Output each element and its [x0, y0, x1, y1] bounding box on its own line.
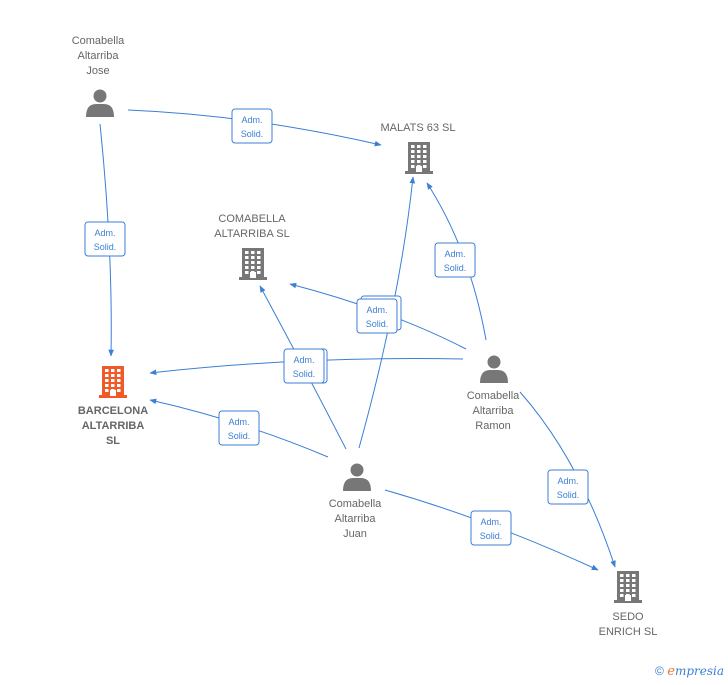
brand-logo-e: e — [667, 664, 675, 679]
building-icon — [405, 142, 433, 174]
building-icon — [239, 248, 267, 280]
edge-label-box — [84, 221, 126, 257]
edge-label-box — [470, 510, 512, 546]
edge-label-box — [231, 108, 273, 144]
edge-label-text: Adm. — [366, 305, 387, 315]
node-label-jose: Comabella — [72, 35, 125, 47]
edge-label-ramon-to-malats[interactable]: Adm. Solid. — [434, 242, 476, 278]
edge-label-text: Adm. — [228, 417, 249, 427]
edge-label-juan-to-sedo[interactable]: Adm. Solid. — [470, 510, 512, 546]
edge-label-text: Adm. — [444, 249, 465, 259]
edge-label-jose-to-malats[interactable]: Adm. Solid. — [231, 108, 273, 144]
edge-label-text: Adm. — [557, 476, 578, 486]
node-barcelona[interactable]: BARCELONA ALTARRIBA SL — [78, 366, 148, 447]
building-icon — [99, 366, 127, 398]
node-label-jose: Jose — [86, 65, 109, 77]
edge-label-juan-to-malats[interactable]: Adm. Solid. — [356, 298, 398, 334]
edge-label-box — [283, 348, 325, 384]
edge-label-text: Solid. — [366, 319, 389, 329]
brand-logo-text: mpresia — [674, 664, 724, 678]
edge-label-box — [356, 298, 398, 334]
node-malats[interactable]: MALATS 63 SL — [381, 122, 456, 174]
node-label-sedo: ENRICH SL — [599, 626, 658, 638]
edge-label-text: Solid. — [557, 490, 580, 500]
person-icon — [480, 355, 508, 383]
node-label-juan: Altarriba — [335, 513, 377, 525]
node-label-juan: Juan — [343, 528, 367, 540]
node-label-comabella_sl: COMABELLA — [218, 213, 286, 225]
person-icon — [343, 463, 371, 491]
edge-label-text: Adm. — [94, 228, 115, 238]
edge-label-box — [218, 410, 260, 446]
node-label-ramon: Comabella — [467, 390, 520, 402]
node-label-sedo: SEDO — [612, 611, 644, 623]
node-label-juan: Comabella — [329, 498, 382, 510]
copyright-symbol: © — [655, 664, 664, 678]
edge-label-jose-to-barcelona[interactable]: Adm. Solid. — [84, 221, 126, 257]
edge-label-ramon-to-sedo[interactable]: Adm. Solid. — [547, 469, 589, 505]
edge-label-box — [547, 469, 589, 505]
node-sedo[interactable]: SEDO ENRICH SL — [599, 571, 658, 638]
node-label-jose: Altarriba — [78, 50, 120, 62]
edge-label-text: Adm. — [293, 355, 314, 365]
node-label-barcelona: BARCELONA — [78, 405, 148, 417]
edge-label-text: Solid. — [480, 531, 503, 541]
person-icon — [86, 89, 114, 117]
node-label-ramon: Altarriba — [473, 405, 515, 417]
footer-brand: © empresia — [655, 664, 724, 679]
node-label-barcelona: ALTARRIBA — [82, 420, 145, 432]
node-label-malats: MALATS 63 SL — [381, 122, 456, 134]
building-icon — [614, 571, 642, 603]
node-label-comabella_sl: ALTARRIBA SL — [214, 228, 289, 240]
node-label-barcelona: SL — [106, 435, 120, 447]
edge-label-box — [434, 242, 476, 278]
edge-label-text: Solid. — [228, 431, 251, 441]
edge-label-text: Solid. — [94, 242, 117, 252]
edge-label-text: Adm. — [241, 115, 262, 125]
node-label-ramon: Ramon — [475, 420, 510, 432]
edge-label-text: Solid. — [444, 263, 467, 273]
edge-label-juan-to-barcelona[interactable]: Adm. Solid. — [218, 410, 260, 446]
edge-label-juan-to-comabella_sl[interactable]: Adm. Solid. — [283, 348, 325, 384]
edge-label-text: Solid. — [293, 369, 316, 379]
edge-label-text: Solid. — [241, 129, 264, 139]
edge-label-text: Adm. — [480, 517, 501, 527]
node-comabella_sl[interactable]: COMABELLA ALTARRIBA SL — [214, 213, 290, 280]
